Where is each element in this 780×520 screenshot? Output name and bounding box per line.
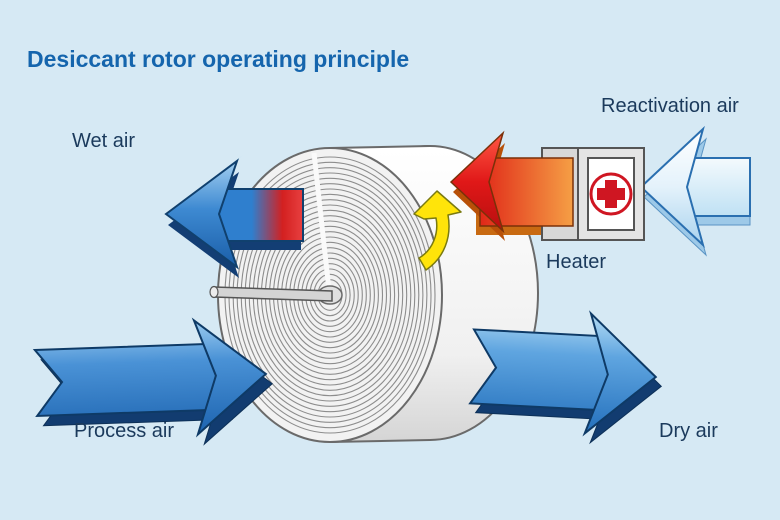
reactivation-arrow-head: [639, 125, 705, 249]
dry-air-arrow: [468, 310, 663, 445]
rotor-body-bottom-edge: [329, 439, 431, 443]
wet-air-arrow: [164, 155, 304, 278]
rotor-body-top-edge: [329, 145, 431, 149]
process-air-arrow: [32, 317, 273, 446]
heater-label: Heater: [546, 251, 606, 273]
heater-plus-icon: [597, 180, 625, 208]
dry-air-label: Dry air: [659, 420, 718, 442]
page-title: Desiccant rotor operating principle: [27, 46, 409, 72]
process-arrow-head: [191, 317, 268, 438]
wet-air-arrow-head: [164, 158, 239, 270]
heater-assembly: [449, 130, 645, 241]
rotor-seam: [311, 152, 332, 291]
rotor-axle: [209, 285, 333, 302]
hot-air-arrow-head: [449, 130, 505, 234]
dry-arrow-shaft: [468, 328, 615, 412]
axle-end-cap: [209, 285, 219, 299]
rotation-arrow-icon: [413, 190, 462, 271]
reactivation-air-label: Reactivation air: [601, 95, 739, 117]
process-air-label: Process air: [74, 420, 174, 442]
reactivation-air-arrow: [639, 125, 751, 257]
wet-air-label: Wet air: [72, 130, 135, 152]
process-arrow-shaft: [32, 342, 228, 418]
dry-arrow-head: [582, 310, 658, 437]
